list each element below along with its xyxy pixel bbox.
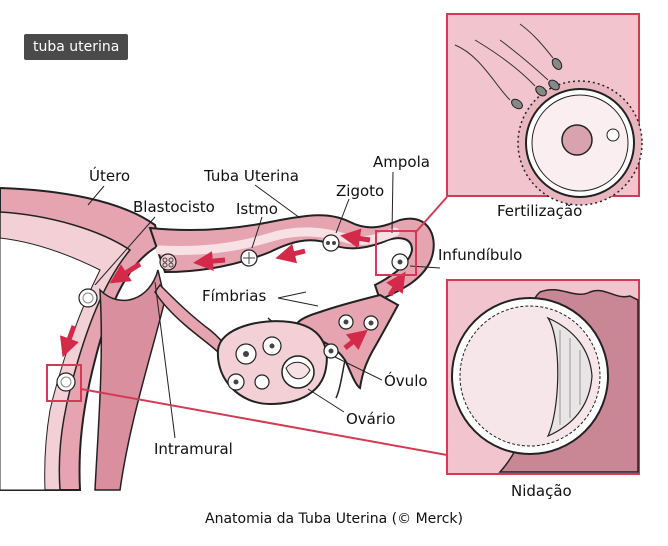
label-ampola: Ampola <box>373 153 430 171</box>
blastocyst-cell <box>78 288 98 308</box>
label-fertilizacao: Fertilização <box>497 202 583 220</box>
morula <box>159 253 177 271</box>
arrow-6 <box>109 261 142 284</box>
label-ovulo: Óvulo <box>384 372 428 390</box>
label-istmo: Istmo <box>236 200 278 218</box>
follicle-2-core <box>269 343 275 349</box>
ovum-1 <box>323 343 339 359</box>
highlight-box-nidacao <box>46 364 82 402</box>
ovum-2 <box>338 314 354 330</box>
arrow-2 <box>343 329 368 351</box>
label-zigoto: Zigoto <box>336 182 385 200</box>
ovum-fertilizing <box>391 253 409 271</box>
follicle-3-core <box>233 379 239 385</box>
arrow-4 <box>275 243 306 264</box>
label-fimbrias: Fímbrias <box>202 287 267 305</box>
figure-caption: Anatomia da Tuba Uterina (© Merck) <box>205 511 463 527</box>
arrow-3 <box>340 228 371 249</box>
label-utero: Útero <box>89 167 131 185</box>
ovum-3 <box>363 315 379 331</box>
nidation-inset <box>446 279 640 475</box>
highlight-box-ampola <box>375 230 417 276</box>
zygote <box>322 234 340 252</box>
follicle-4 <box>254 374 270 390</box>
fertilization-inset <box>446 13 643 206</box>
label-tuba-uterina: Tuba Uterina <box>204 167 299 185</box>
connector-fertilizacao <box>414 196 448 234</box>
image-tag: tuba uterina <box>24 34 129 60</box>
morula-istmo <box>240 249 258 267</box>
follicle-1-core <box>243 351 249 357</box>
arrow-5 <box>193 251 226 272</box>
label-blastocisto: Blastocisto <box>133 198 215 216</box>
label-nidacao: Nidação <box>511 482 572 500</box>
label-intramural: Intramural <box>154 440 233 458</box>
label-ovario: Ovário <box>346 410 396 428</box>
blastocyst-implanting <box>56 372 76 392</box>
arrow-1 <box>386 271 406 297</box>
arrow-7 <box>60 325 79 358</box>
connector-nidacao <box>80 388 448 456</box>
uterine-tube-outer <box>148 214 435 302</box>
corpus-luteum-inner <box>285 361 311 380</box>
leader-lines <box>87 171 441 439</box>
label-infundibulo: Infundíbulo <box>438 246 523 264</box>
uterus-outer-layer <box>94 269 166 491</box>
